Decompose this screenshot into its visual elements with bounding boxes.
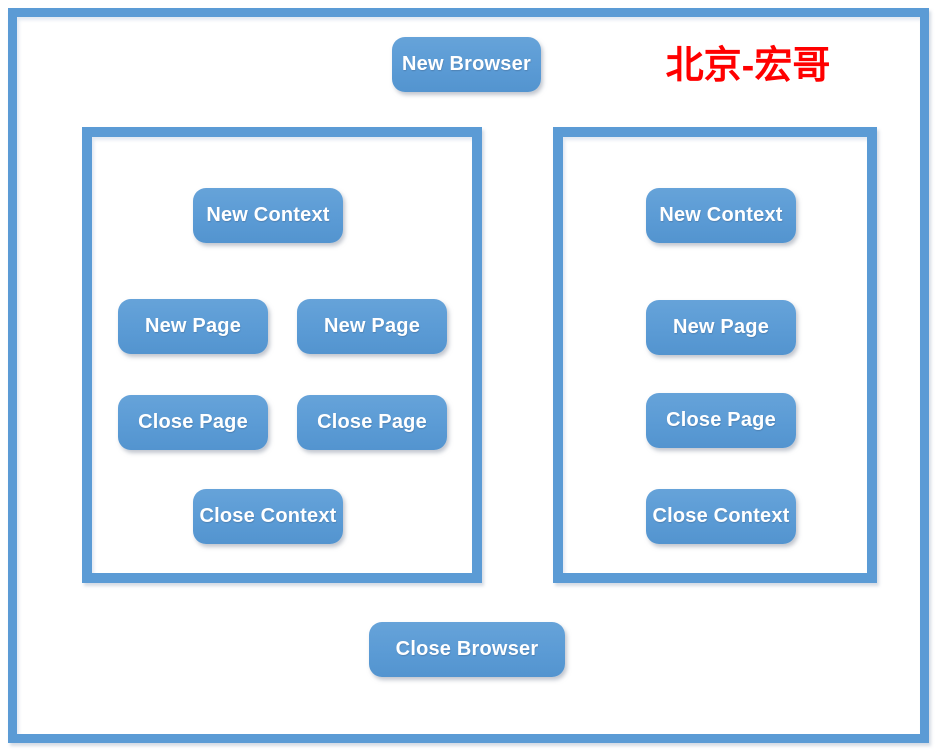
context1-new-page-button-2[interactable]: New Page xyxy=(297,299,447,354)
context-frame-2 xyxy=(553,127,877,583)
new-browser-button[interactable]: New Browser xyxy=(392,37,541,92)
context1-close-page-button-1[interactable]: Close Page xyxy=(118,395,268,450)
context1-new-page-button-1[interactable]: New Page xyxy=(118,299,268,354)
context1-new-context-button[interactable]: New Context xyxy=(193,188,343,243)
context1-close-page-button-2[interactable]: Close Page xyxy=(297,395,447,450)
browser-frame xyxy=(8,8,929,743)
context2-close-context-button[interactable]: Close Context xyxy=(646,489,796,544)
context2-new-page-button[interactable]: New Page xyxy=(646,300,796,355)
watermark-text: 北京-宏哥 xyxy=(665,44,831,87)
close-browser-button[interactable]: Close Browser xyxy=(369,622,565,677)
context2-close-page-button[interactable]: Close Page xyxy=(646,393,796,448)
context2-new-context-button[interactable]: New Context xyxy=(646,188,796,243)
context1-close-context-button[interactable]: Close Context xyxy=(193,489,343,544)
context-frame-1 xyxy=(82,127,482,583)
